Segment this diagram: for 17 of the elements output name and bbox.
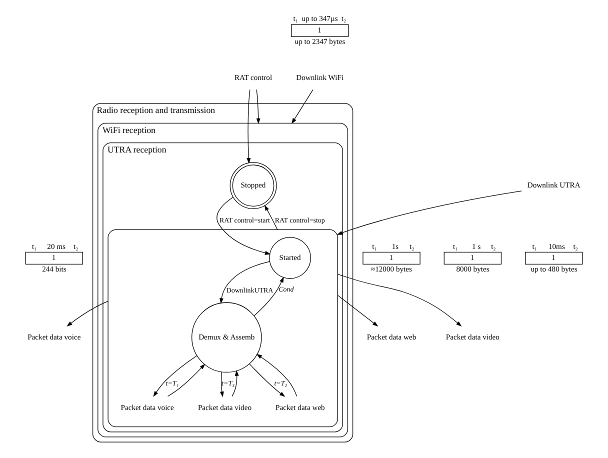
arrow <box>153 355 198 397</box>
arrow <box>337 294 378 327</box>
arrow <box>264 204 278 230</box>
arrow <box>232 370 239 397</box>
arrow <box>249 364 286 397</box>
arrow <box>256 89 260 124</box>
arrow <box>220 261 270 304</box>
cluster <box>108 229 338 428</box>
arrow <box>220 372 224 398</box>
arrow <box>256 354 298 397</box>
arrow <box>336 190 522 235</box>
arrow <box>216 196 271 255</box>
arrow <box>337 274 462 327</box>
arrow <box>254 276 284 316</box>
arrow <box>167 364 206 397</box>
arrow <box>292 89 314 124</box>
arrow <box>246 89 251 164</box>
